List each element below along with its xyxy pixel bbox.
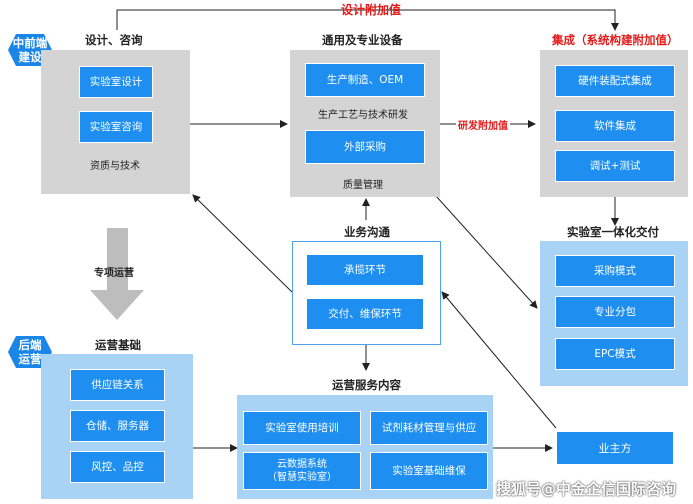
service-title: 运营服务内容 bbox=[332, 378, 401, 392]
owner-box: 业主方 bbox=[556, 431, 674, 465]
communication-title: 业务沟通 bbox=[344, 225, 390, 239]
delivery-box-procurement: 采购模式 bbox=[555, 255, 675, 287]
design-to-integration-connector bbox=[116, 9, 619, 31]
equipment-title: 通用及专业设备 bbox=[322, 33, 403, 47]
service-box-cloud: 云数据系统 （智慧实验室） bbox=[243, 452, 361, 490]
equipment-box-manufacturing: 生产制造、OEM bbox=[305, 63, 425, 97]
front-end-tag: 中前端建设 bbox=[8, 34, 52, 66]
watermark-text: 搜狐号@中金企信国际咨询 bbox=[496, 480, 677, 498]
front-end-tag-line2: 建设 bbox=[18, 50, 42, 64]
design-value-tag: 设计附加值 bbox=[341, 3, 402, 17]
special-ops-big-arrow bbox=[90, 228, 144, 320]
service-box-maintenance: 实验室基础维保 bbox=[370, 452, 488, 490]
integration-box-hardware: 硬件装配式集成 bbox=[555, 65, 675, 97]
integration-box-testing: 调试+测试 bbox=[555, 150, 675, 182]
delivery-box-epc: EPC模式 bbox=[555, 338, 675, 370]
delivery-box-subcontract: 专业分包 bbox=[555, 296, 675, 328]
service-box-training: 实验室使用培训 bbox=[243, 411, 361, 445]
rd-value-tag: 研发附加值 bbox=[456, 117, 510, 132]
design-footer: 资质与技术 bbox=[90, 161, 140, 172]
equipment-middle-text: 生产工艺与技术研发 bbox=[318, 110, 408, 121]
ops-base-title: 运营基础 bbox=[95, 338, 141, 352]
design-title: 设计、咨询 bbox=[85, 33, 143, 47]
ops-base-box-supply-chain: 供应链关系 bbox=[70, 369, 165, 401]
integration-title: 集成（系统构建附加值） bbox=[552, 33, 679, 47]
ops-base-box-storage: 仓储、服务器 bbox=[70, 410, 165, 442]
equipment-to-delivery-arrow bbox=[435, 195, 538, 309]
service-box-consumables: 试剂耗材管理与供应 bbox=[370, 411, 488, 445]
delivery-title: 实验室一体化交付 bbox=[567, 225, 659, 239]
design-box-lab-design: 实验室设计 bbox=[79, 66, 153, 98]
equipment-box-procurement: 外部采购 bbox=[305, 130, 425, 164]
back-end-tag-line1: 后端 bbox=[18, 338, 42, 352]
ops-base-box-risk: 风控、品控 bbox=[70, 451, 165, 483]
owner-to-communication-arrow bbox=[441, 291, 557, 429]
communication-box-contracting: 承揽环节 bbox=[306, 254, 424, 286]
back-end-tag: 后端运营 bbox=[8, 336, 52, 368]
special-ops-label: 专项运营 bbox=[94, 268, 134, 279]
design-box-lab-consult: 实验室咨询 bbox=[79, 111, 153, 143]
communication-to-design-arrow bbox=[192, 194, 293, 293]
front-end-tag-line1: 中前端 bbox=[12, 36, 48, 50]
back-end-tag-line2: 运营 bbox=[18, 352, 42, 366]
integration-box-software: 软件集成 bbox=[555, 110, 675, 142]
communication-box-delivery: 交付、维保环节 bbox=[306, 298, 424, 330]
equipment-footer: 质量管理 bbox=[343, 180, 383, 191]
